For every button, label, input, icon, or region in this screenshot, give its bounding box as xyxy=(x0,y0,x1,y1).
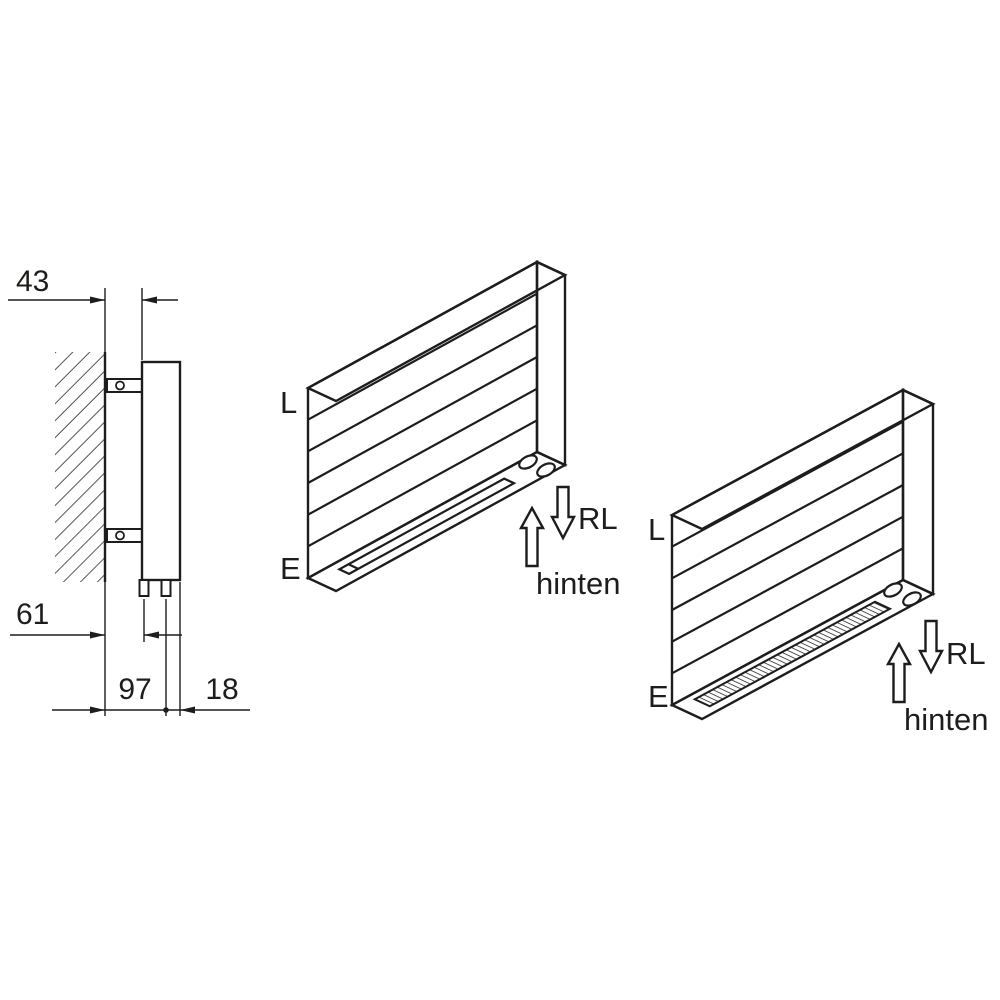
tube-division-line xyxy=(671,452,904,580)
radiator-side-face xyxy=(535,260,567,467)
radiator-profile xyxy=(140,360,182,582)
bottom-recess xyxy=(336,477,517,576)
dim-value-bottom-left: 97 xyxy=(118,673,151,706)
tube-division-line xyxy=(307,356,538,484)
dim-value-bottom-right: 18 xyxy=(205,673,238,706)
tube-division-line xyxy=(307,387,538,516)
label-l: L xyxy=(280,385,297,420)
recess-lip-line xyxy=(348,563,359,570)
label-hinten: hinten xyxy=(536,566,620,601)
flow-up-arrow-icon xyxy=(518,505,546,568)
tube-division-line xyxy=(671,547,904,675)
tube-division-line xyxy=(671,484,904,611)
arrowhead-left-icon xyxy=(180,706,195,714)
wall-section xyxy=(55,352,107,582)
mounting-brackets xyxy=(106,378,143,543)
connection-port-icon xyxy=(902,591,922,607)
return-down-arrow-icon xyxy=(550,485,576,541)
arrowhead-right-icon xyxy=(90,296,105,304)
side-section-view: 43 61 97 18 xyxy=(8,265,250,716)
pipe-stubs xyxy=(138,579,172,597)
tube-division-lines xyxy=(307,292,538,548)
tube-division-line xyxy=(307,324,538,453)
tube-division-line xyxy=(307,292,538,421)
connection-port-icon xyxy=(518,454,538,470)
label-rl: RL xyxy=(578,501,618,536)
tube-division-lines xyxy=(671,420,904,675)
tube-division-line xyxy=(307,419,538,548)
bottom-ventilation-grille xyxy=(692,600,893,708)
label-hinten: hinten xyxy=(904,702,988,737)
arrowhead-left-icon xyxy=(142,296,157,304)
connection-ports xyxy=(883,582,922,607)
radiator-side-face xyxy=(901,388,935,596)
label-rl: RL xyxy=(946,636,986,671)
flow-up-arrow-icon xyxy=(885,641,913,704)
arrowhead-left-icon xyxy=(144,631,159,639)
tube-division-line xyxy=(671,420,904,548)
recess-outline xyxy=(336,477,517,576)
tube-division-line xyxy=(671,515,904,643)
dimension-dot-icon xyxy=(163,707,169,713)
return-down-arrow-icon xyxy=(918,619,944,675)
arrowhead-right-icon xyxy=(90,631,105,639)
arrowhead-right-icon xyxy=(90,706,105,714)
connection-port-icon xyxy=(883,582,903,598)
dim-value-top: 43 xyxy=(16,265,49,298)
label-e: E xyxy=(280,551,301,586)
dimension-middle: 61 xyxy=(10,582,182,716)
label-l: L xyxy=(648,512,665,547)
iso-view-open-bottom: L E RL hinten xyxy=(280,259,620,601)
pipe-stub-2 xyxy=(160,579,172,597)
label-e: E xyxy=(648,679,669,714)
connection-ports xyxy=(518,454,556,478)
wall-hatching xyxy=(55,352,105,582)
dimension-top: 43 xyxy=(8,265,178,360)
dim-value-middle: 61 xyxy=(16,598,49,631)
connection-port-icon xyxy=(536,462,556,478)
bracket-top-hook-icon xyxy=(115,380,125,391)
iso-view-grille-bottom: L E RL hinten xyxy=(648,387,988,737)
bracket-bottom-hook-icon xyxy=(115,530,125,541)
dimension-bottom: 97 18 xyxy=(52,582,250,716)
pipe-stub-1 xyxy=(138,579,150,597)
